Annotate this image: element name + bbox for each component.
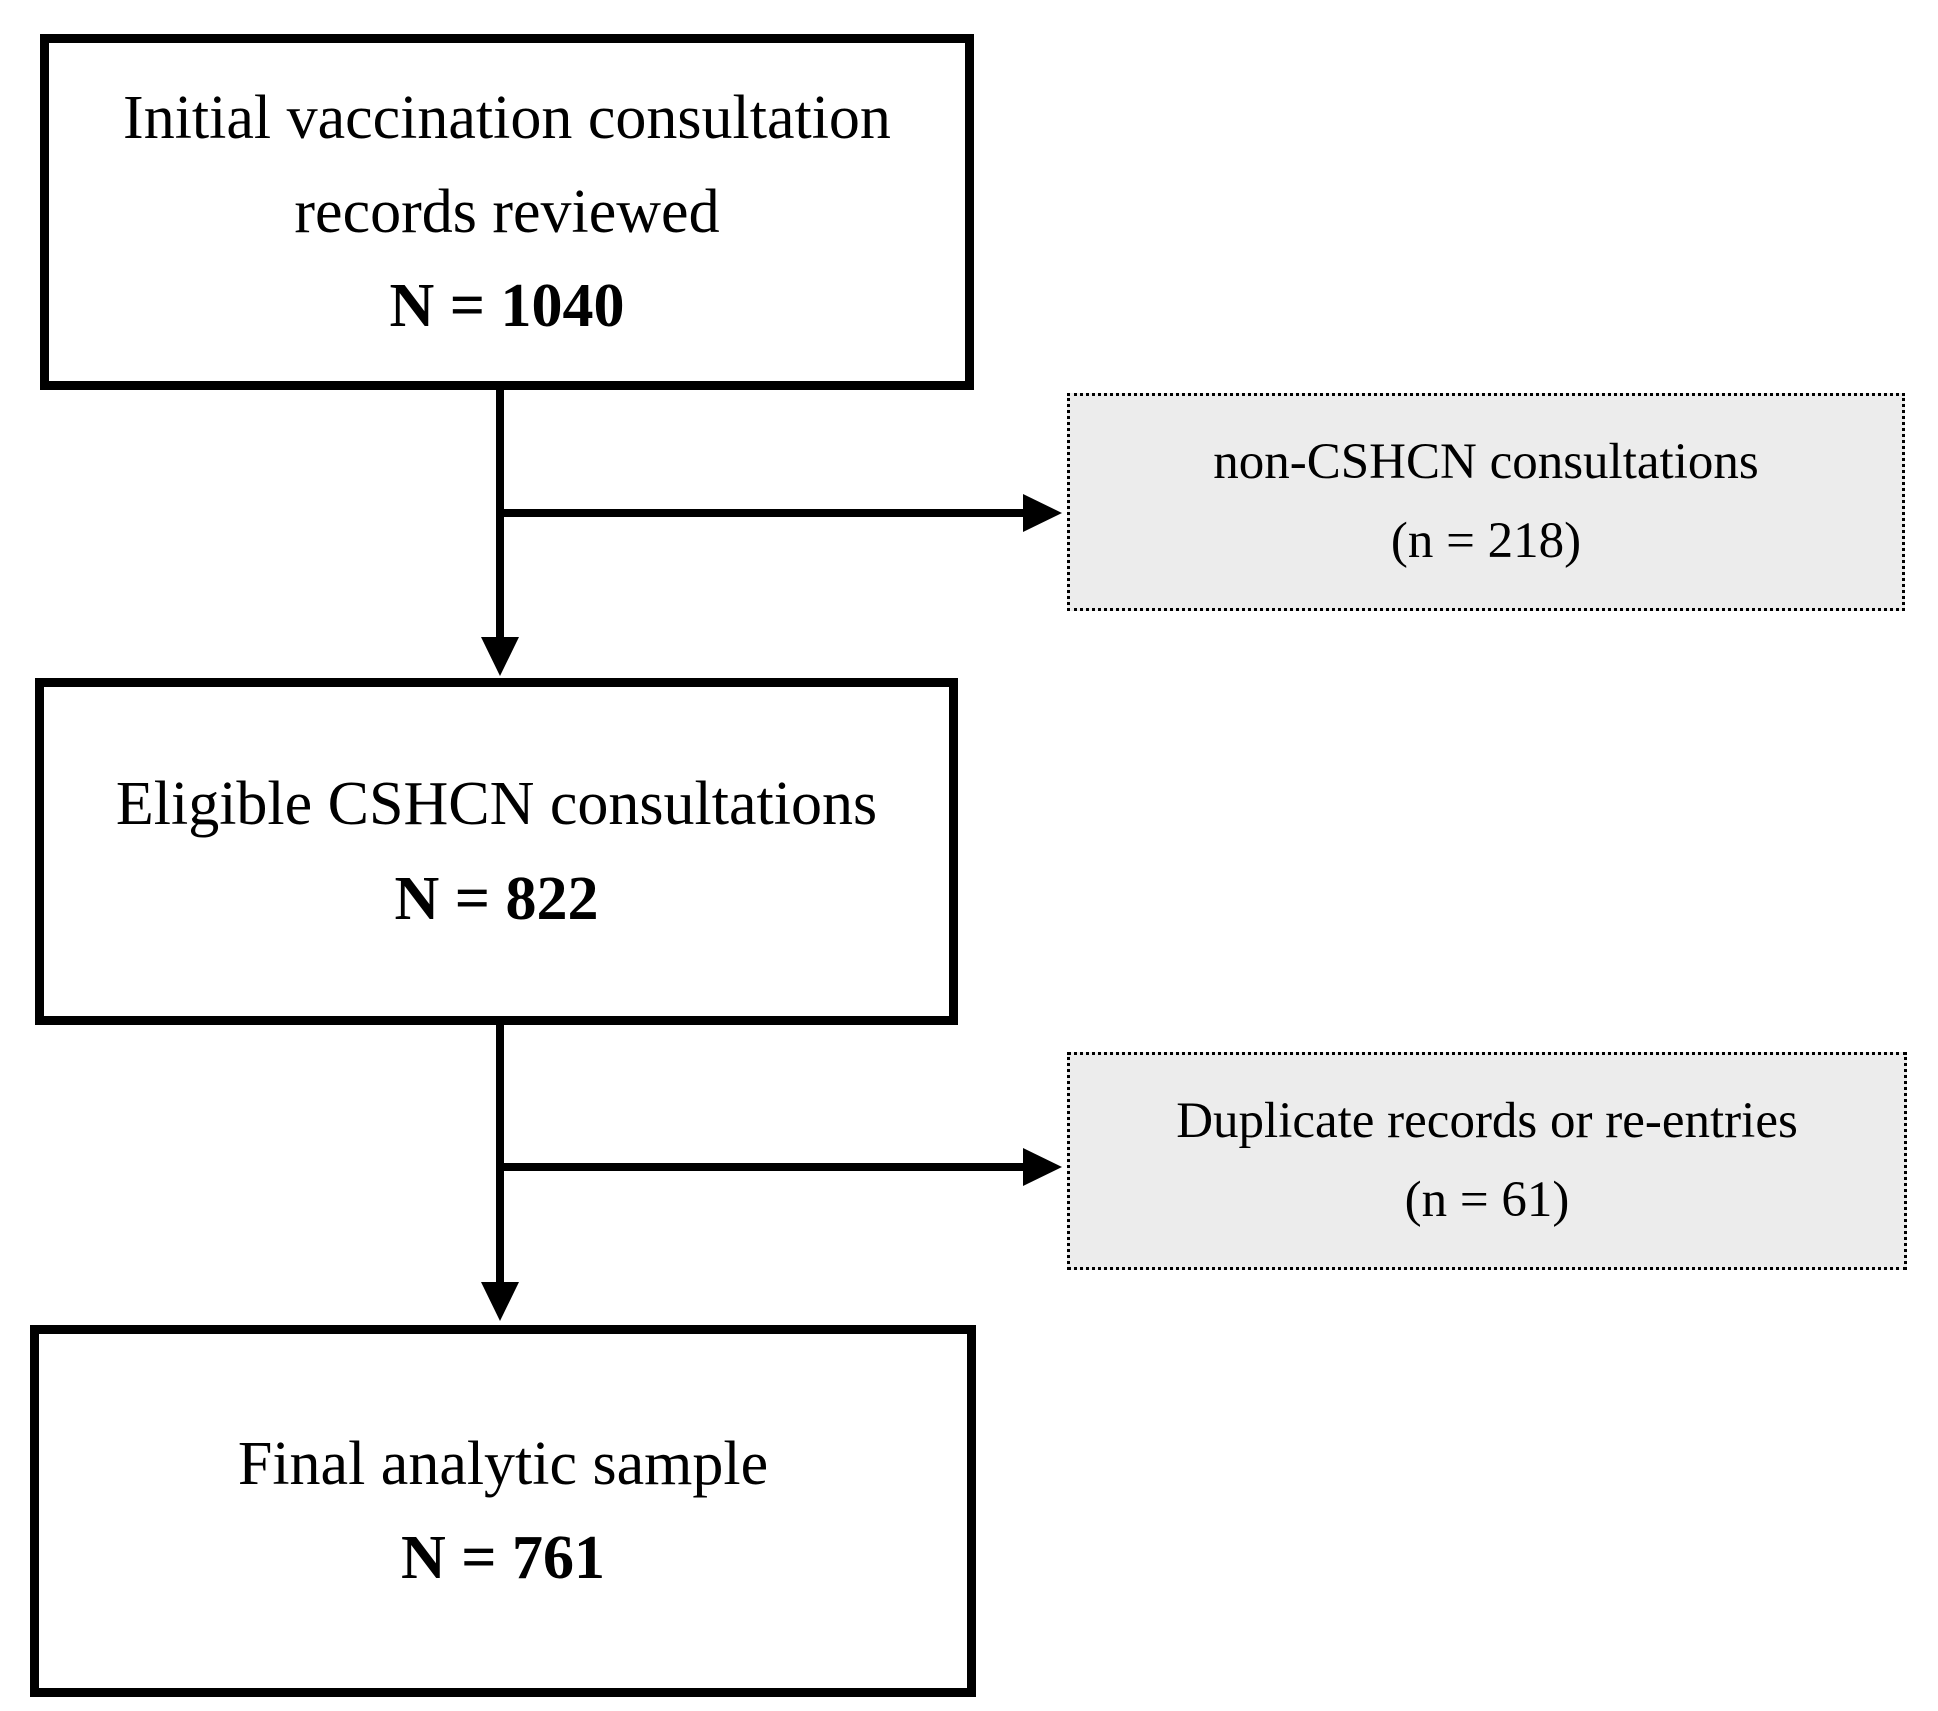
count-label: N = 761: [400, 1524, 606, 1592]
box-text-line: Eligible CSHCN consultations: [115, 770, 878, 839]
exclusion-text-line: non-CSHCN consultations: [1213, 433, 1759, 490]
exclusion-text-line: Duplicate records or re-entries: [1176, 1092, 1798, 1149]
count-label: N = 1040: [389, 272, 625, 341]
exclusion-count-label: (n = 61): [1404, 1172, 1570, 1228]
box-text-line: Final analytic sample: [237, 1429, 769, 1498]
arrowhead-right-2: [1023, 1148, 1062, 1186]
exclusion-box-non-cshcn: non-CSHCN consultations (n = 218): [1067, 393, 1905, 611]
initial-records-box: Initial vaccination consultation records…: [40, 34, 974, 390]
box-text-line: Initial vaccination consultation: [123, 83, 891, 152]
arrowhead-down-2: [481, 1282, 519, 1321]
count-label: N = 822: [394, 864, 599, 933]
exclusion-box-duplicates: Duplicate records or re-entries (n = 61): [1067, 1052, 1907, 1270]
box-text-line: records reviewed: [294, 177, 720, 246]
eligible-consultations-box: Eligible CSHCN consultations N = 822: [35, 678, 958, 1025]
arrowhead-right-1: [1023, 494, 1062, 532]
final-sample-box: Final analytic sample N = 761: [30, 1325, 976, 1697]
exclusion-count-label: (n = 218): [1390, 513, 1582, 569]
arrowhead-down-1: [481, 637, 519, 676]
